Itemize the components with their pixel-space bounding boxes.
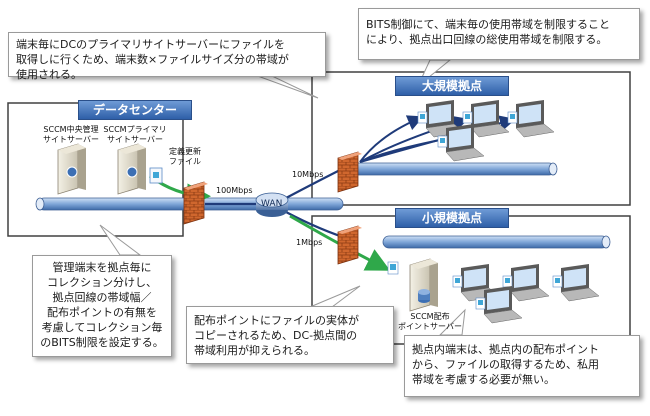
client-file-icon [387, 261, 399, 275]
laptop-icon [475, 286, 523, 324]
central-server-label: SCCM中央管理 サイトサーバー [43, 125, 99, 144]
laptop-icon [502, 264, 550, 302]
laptop-icon [507, 100, 555, 138]
wan-router-icon [255, 192, 289, 217]
laptop-icon [437, 124, 485, 162]
large-site-lan-pipe [344, 162, 558, 176]
definition-file-icon [149, 167, 163, 184]
distribution-server-label: SCCM配布 ポイントサーバー [398, 312, 462, 331]
wan-label: WAN [261, 199, 283, 209]
laptop-icon [552, 264, 600, 302]
laptop-icon [462, 100, 510, 138]
large-bandwidth-label: 10Mbps [292, 170, 324, 179]
primary-server-label: SCCMプライマリ サイトサーバー [103, 125, 167, 144]
distribution-server-icon [409, 258, 438, 312]
central-server-icon [57, 143, 86, 195]
pointer-bottom-mid [309, 285, 361, 308]
callout-bottom-mid: 配布ポイントにファイルの実体が コピーされるため、DC-拠点間の 帯域利用が抑え… [186, 306, 394, 364]
callout-bottom-right: 拠点内端末は、拠点内の配布ポイント から、ファイルの取得するため、私用 帯域を考… [404, 335, 640, 397]
definition-file-label: 定義更新 ファイル [169, 147, 201, 166]
datacenter-title: データセンター [78, 100, 192, 120]
callout-top-left: 端末毎にDCのプライマリサイトサーバーにファイルを 取得しに行くため、端末数×フ… [8, 32, 326, 81]
large-site-title: 大規模拠点 [395, 76, 509, 96]
callout-top-right: BITS制御にて、端末毎の使用帯域を制限すること により、拠点出口回線の総使用帯… [358, 8, 640, 60]
large-site-box [311, 71, 631, 206]
dc-firewall-icon [183, 181, 208, 225]
small-site-lan-pipe [382, 235, 611, 249]
small-site-firewall-icon [337, 225, 362, 265]
small-bandwidth-label: 1Mbps [296, 238, 323, 247]
pointer-bottom-left [99, 224, 142, 256]
dc-bandwidth-label: 100Mbps [216, 186, 253, 195]
large-site-firewall-icon [337, 151, 362, 193]
callout-bottom-left: 管理端末を拠点毎に コレクション分けし、 拠点回線の帯域幅／ 配布ポイントの有無… [32, 255, 172, 357]
small-site-title: 小規模拠点 [395, 208, 509, 228]
primary-server-icon [117, 143, 146, 195]
